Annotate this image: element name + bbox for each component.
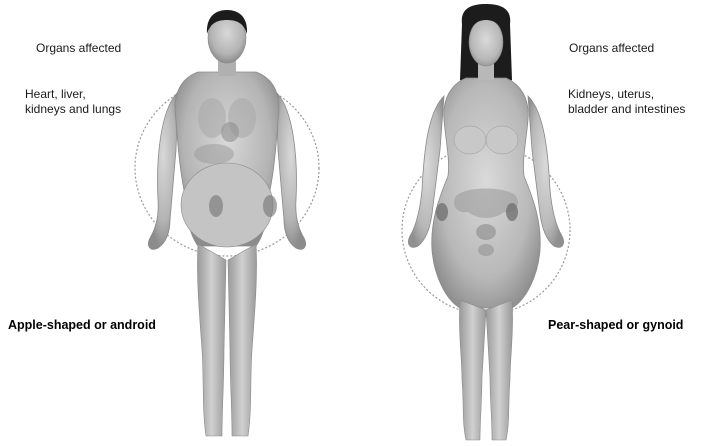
male-left-arm bbox=[148, 92, 178, 249]
female-head bbox=[469, 18, 503, 66]
male-kidney-left bbox=[209, 195, 223, 217]
male-organs-line-1: Heart, liver, bbox=[25, 87, 121, 102]
female-uterus bbox=[476, 224, 496, 240]
female-bladder bbox=[478, 244, 494, 256]
female-right-leg bbox=[486, 300, 513, 440]
female-chest-left bbox=[454, 126, 486, 154]
female-organs-line-2: bladder and intestines bbox=[568, 102, 685, 117]
male-organs-heading: Organs affected bbox=[36, 41, 121, 56]
male-right-leg bbox=[228, 244, 257, 436]
male-figure bbox=[135, 10, 319, 436]
male-liver bbox=[194, 144, 234, 164]
female-kidney-left bbox=[436, 203, 448, 221]
female-chest-right bbox=[486, 126, 518, 154]
female-organs-line-1: Kidneys, uterus, bbox=[568, 87, 685, 102]
female-left-leg bbox=[459, 300, 486, 440]
male-heart bbox=[221, 122, 239, 142]
male-organs-list: Heart, liver, kidneys and lungs bbox=[25, 87, 121, 117]
female-kidney-right bbox=[506, 203, 518, 221]
female-organs-heading: Organs affected bbox=[569, 41, 654, 56]
female-caption: Pear-shaped or gynoid bbox=[548, 318, 683, 332]
male-caption: Apple-shaped or android bbox=[8, 318, 156, 332]
male-belly bbox=[181, 163, 273, 247]
female-organs-list: Kidneys, uterus, bladder and intestines bbox=[568, 87, 685, 117]
male-kidney-right bbox=[263, 195, 277, 217]
male-left-leg bbox=[197, 244, 226, 436]
male-organs-line-2: kidneys and lungs bbox=[25, 102, 121, 117]
female-figure bbox=[402, 4, 570, 440]
